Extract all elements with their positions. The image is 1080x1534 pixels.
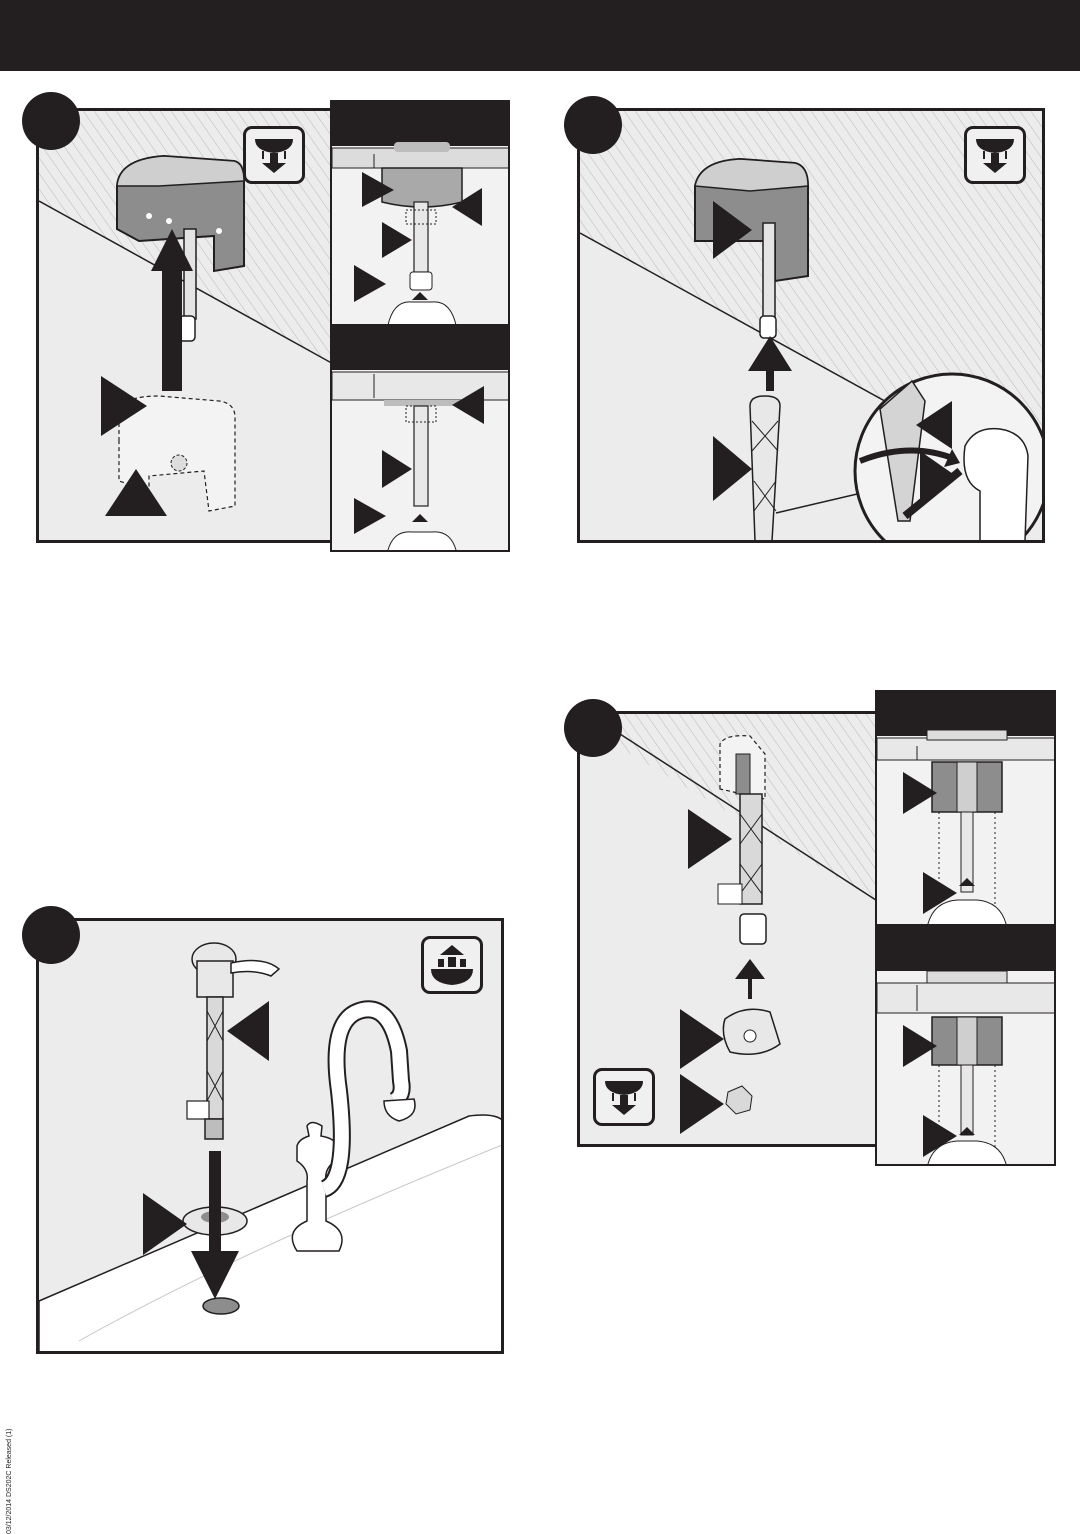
- step-1-inset-thick-deck: [330, 324, 510, 552]
- below-sink-icon: [964, 126, 1026, 184]
- header-bar: [0, 0, 1080, 71]
- step-2-number: [564, 96, 622, 154]
- above-sink-icon: [421, 936, 483, 994]
- document-code-line-1: 03/12/2014 DS202C: [6, 1471, 13, 1534]
- document-code-line-2: Released (1): [6, 1429, 13, 1469]
- step-1-inset-thin-deck: [330, 100, 510, 328]
- document-code: 03/12/2014 DS202C Released (1): [6, 1478, 20, 1534]
- below-sink-icon: [243, 126, 305, 184]
- step-4-inset-thin-deck: [875, 690, 1056, 926]
- below-sink-icon: [593, 1068, 655, 1126]
- step-4-number: [564, 699, 622, 757]
- step-3-number: [22, 906, 80, 964]
- step-4-inset-thick-deck: [875, 925, 1056, 1166]
- step-1-number: [22, 92, 80, 150]
